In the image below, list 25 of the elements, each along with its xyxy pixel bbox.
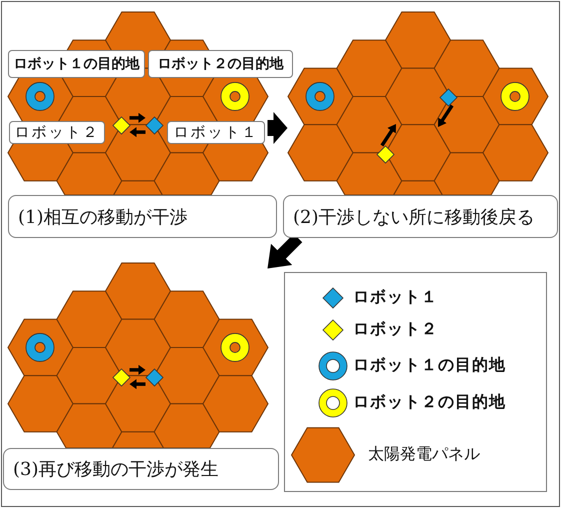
- diamond-icon: [440, 88, 456, 106]
- diamond-icon: [112, 116, 130, 134]
- arrow: [130, 127, 146, 138]
- diamond-icon: [112, 368, 130, 386]
- legend-label: 太陽発電パネル: [368, 445, 480, 463]
- label-box: ロボット１の目的地: [8, 50, 145, 78]
- arrow: [130, 112, 146, 123]
- legend-label: ロボット２の目的地: [353, 393, 506, 411]
- diamond-icon: [146, 116, 162, 134]
- diamond-icon: [146, 368, 162, 386]
- arrow: [268, 112, 288, 144]
- caption-box: (3)再び移動の干渉が発生: [3, 448, 279, 490]
- legend-label: ロボット２: [353, 320, 438, 338]
- diamond-icon: [376, 146, 394, 162]
- legend-label: ロボット１の目的地: [353, 356, 506, 374]
- label-box: ロボット１: [167, 121, 265, 144]
- caption-box: (1)相互の移動が干渉: [8, 195, 277, 238]
- label-box: ロボット２: [9, 121, 105, 144]
- label-box: ロボット２の目的地: [148, 50, 293, 78]
- arrow: [380, 123, 398, 146]
- legend-label: ロボット１: [353, 288, 438, 306]
- arrow: [130, 364, 146, 375]
- arrow: [130, 379, 146, 390]
- arrow: [436, 104, 454, 128]
- caption-box: (2)干渉しない所に移動後戻る: [283, 195, 558, 238]
